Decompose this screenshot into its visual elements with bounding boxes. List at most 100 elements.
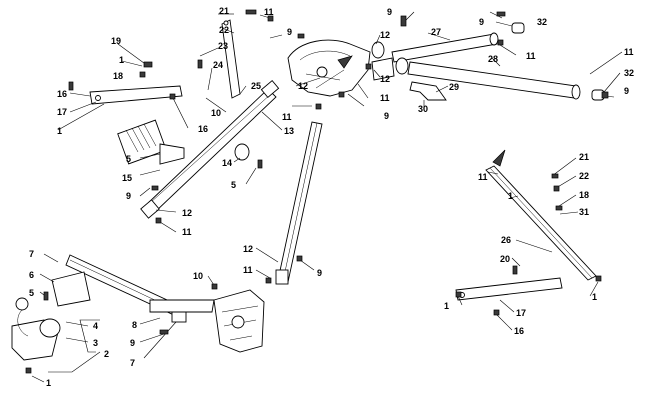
callout-22a: 22 [219, 25, 229, 35]
callout-2: 2 [104, 349, 109, 359]
callout-9h: 9 [130, 338, 135, 348]
brace-left-top-fitting [260, 80, 280, 98]
upper-left-bracket-hole [95, 95, 101, 101]
tube-end-cap-32 [511, 22, 525, 34]
leader-lines [31, 11, 623, 383]
callout-11b: 11 [282, 112, 292, 122]
callout-8: 8 [132, 320, 137, 330]
callout-16a: 16 [57, 89, 67, 99]
bottom-center-plate [149, 299, 215, 313]
callout-11f: 11 [182, 227, 192, 237]
callout-17a: 17 [57, 107, 67, 117]
right-lower-bracket [455, 277, 563, 301]
callout-12d: 12 [182, 208, 192, 218]
control-box [117, 119, 167, 165]
callout-29: 29 [449, 82, 459, 92]
brace-center-edge [282, 122, 318, 282]
right-diagonal-brace-edge [489, 167, 593, 279]
upper-left-bracket [89, 85, 183, 105]
fasteners [25, 9, 609, 374]
arrow-marker-right [492, 149, 506, 167]
callout-1f: 1 [592, 292, 597, 302]
bottom-center-boss [231, 315, 245, 329]
callout-30: 30 [418, 104, 428, 114]
callout-10a: 10 [211, 108, 221, 118]
lower-tube-left-end [395, 57, 409, 75]
callout-31: 31 [579, 207, 589, 217]
callout-11g: 11 [243, 265, 253, 275]
callout-15: 15 [122, 173, 132, 183]
callout-11h: 11 [478, 172, 488, 182]
callout-1a: 1 [119, 55, 124, 65]
callout-20: 20 [500, 254, 510, 264]
callout-22b: 22 [579, 171, 589, 181]
callout-5c: 5 [29, 288, 34, 298]
callout-12b: 12 [380, 30, 390, 40]
callout-3: 3 [93, 338, 98, 348]
motor-wire [17, 309, 29, 337]
brace-left-edge [149, 92, 273, 204]
callout-14: 14 [222, 158, 232, 168]
control-box-fins [125, 123, 157, 153]
callout-19: 19 [111, 36, 121, 46]
control-box-bracket [159, 143, 185, 165]
vertical-bar-top-hole [223, 20, 229, 26]
callout-26: 26 [501, 235, 511, 245]
callout-11d: 11 [526, 51, 536, 61]
callout-32a: 32 [537, 17, 547, 27]
motor-mount-plate [51, 271, 91, 307]
callout-11e: 11 [624, 47, 634, 57]
callout-9e: 9 [624, 86, 629, 96]
callout-6: 6 [29, 270, 34, 280]
arrow-marker-top [337, 55, 353, 69]
callout-11a: 11 [264, 7, 274, 17]
callout-9d: 9 [479, 17, 484, 27]
callout-23: 23 [218, 41, 228, 51]
callout-32b: 32 [624, 68, 634, 78]
callout-1e: 1 [508, 191, 513, 201]
center-housing-boss [316, 66, 328, 78]
callout-9a: 9 [287, 27, 292, 37]
callout-1g: 1 [444, 301, 449, 311]
upper-tube-end-cap [371, 41, 385, 59]
callout-5a: 5 [126, 154, 131, 164]
spacer-14 [234, 143, 250, 161]
callout-27: 27 [431, 27, 441, 37]
callout-numbers: 21 22 11 9 23 24 19 1 18 16 17 1 16 10 2… [29, 6, 634, 388]
callout-21b: 21 [579, 152, 589, 162]
callout-21a: 21 [219, 6, 229, 16]
callout-17b: 17 [516, 308, 526, 318]
callout-18a: 18 [113, 71, 123, 81]
callout-28: 28 [488, 54, 498, 64]
callout-9g: 9 [317, 268, 322, 278]
brace-center-bottom-end [275, 269, 289, 285]
callout-7b: 7 [130, 358, 135, 368]
callout-13: 13 [284, 126, 294, 136]
callout-9f: 9 [126, 191, 131, 201]
bent-plate [409, 81, 447, 101]
motor-cylinder [39, 318, 61, 338]
callout-24: 24 [213, 60, 223, 70]
callout-12e: 12 [243, 244, 253, 254]
callout-1c: 1 [46, 378, 51, 388]
callout-7a: 7 [29, 249, 34, 259]
callout-18b: 18 [579, 190, 589, 200]
callout-12a: 12 [298, 81, 308, 91]
upper-tube-right-end [489, 32, 499, 46]
motor-end-cap [15, 297, 29, 311]
callout-1b: 1 [57, 126, 62, 136]
callout-16b: 16 [198, 124, 208, 134]
lower-tube-right-end [571, 84, 581, 100]
callout-4: 4 [93, 321, 98, 331]
callout-9b: 9 [384, 111, 389, 121]
callout-9c: 9 [387, 7, 392, 17]
brace-left-end-bracket [140, 199, 160, 219]
callout-12c: 12 [380, 74, 390, 84]
callout-16c: 16 [514, 326, 524, 336]
callout-5b: 5 [231, 180, 236, 190]
upper-tube [391, 33, 498, 63]
callout-11c: 11 [380, 93, 390, 103]
callout-10b: 10 [193, 271, 203, 281]
callout-25: 25 [251, 81, 261, 91]
